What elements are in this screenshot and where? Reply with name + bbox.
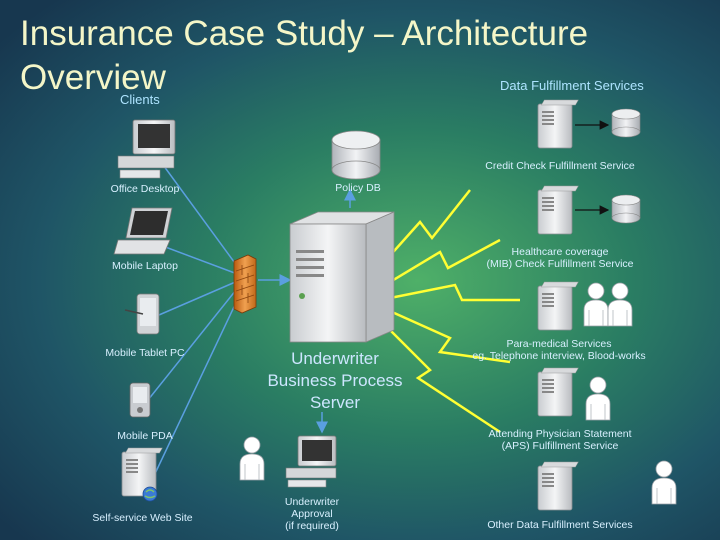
client-label-mobile-laptop: Mobile Laptop — [112, 260, 178, 272]
server-label-line: Business Process — [267, 371, 403, 390]
service-label-line: Other Data Fulfillment Services — [487, 519, 633, 531]
approval-label-line: (if required) — [285, 520, 339, 532]
server-label: Underwriter Business Process Server — [250, 348, 420, 414]
approval-label-line: Approval — [291, 508, 333, 520]
service-label-line: Credit Check Fulfillment Service — [485, 160, 635, 172]
aps-server-icon — [537, 367, 579, 417]
person-icon — [651, 460, 677, 505]
lightning-icon — [369, 189, 520, 434]
service-label-line: Para-medical Services — [506, 338, 612, 350]
other-service-server-icon — [537, 461, 579, 511]
service-label-line: (MIB) Check Fulfillment Service — [486, 258, 634, 270]
policy-db-label: Policy DB — [335, 182, 381, 194]
database-icon — [331, 130, 381, 180]
mib-service-db-icon — [611, 194, 641, 224]
data-fulfillment-header: Data Fulfillment Services — [500, 78, 644, 93]
person-icon — [607, 282, 633, 327]
paramedical-server-icon — [537, 281, 579, 331]
service-label-line: Attending Physician Statement — [488, 428, 632, 440]
pda-icon — [129, 382, 151, 418]
server-icon — [289, 211, 395, 343]
laptop-icon — [113, 207, 173, 255]
mib-service-server-icon — [537, 185, 579, 235]
server-label-line: Underwriter — [291, 349, 379, 368]
page-title: Insurance Case Study – Architecture Over… — [20, 14, 589, 97]
service-label-aps: Attending Physician Statement (APS) Fulf… — [460, 428, 660, 452]
approval-desktop-icon — [285, 435, 337, 488]
client-label-office-desktop: Office Desktop — [110, 183, 180, 195]
service-label-mib: Healthcare coverage (MIB) Check Fulfillm… — [460, 246, 660, 270]
client-label-tablet: Mobile Tablet PC — [105, 347, 185, 359]
client-label-pda: Mobile PDA — [117, 430, 173, 442]
service-label-line: (APS) Fulfillment Service — [501, 440, 619, 452]
client-connections — [147, 157, 356, 481]
service-label-line: Healthcare coverage — [511, 246, 609, 258]
credit-service-db-icon — [611, 108, 641, 138]
credit-service-server-icon — [537, 99, 579, 149]
tablet-icon — [124, 293, 160, 335]
service-label-line: eg. Telephone interview, Blood-works — [472, 350, 646, 362]
service-label-paramedical: Para-medical Services eg. Telephone inte… — [446, 338, 672, 362]
server-label-line: Server — [309, 393, 361, 412]
clients-header: Clients — [120, 92, 160, 107]
person-icon — [239, 436, 265, 481]
service-label-other: Other Data Fulfillment Services — [460, 519, 660, 531]
desktop-icon — [117, 119, 176, 179]
firewall-icon — [233, 254, 257, 314]
approval-label-line: Underwriter — [284, 496, 340, 508]
client-label-web-site: Self-service Web Site — [92, 512, 193, 524]
approval-label: Underwriter Approval (if required) — [272, 496, 352, 532]
service-label-credit: Credit Check Fulfillment Service — [460, 160, 660, 172]
person-icon — [585, 376, 611, 421]
web-server-icon — [121, 447, 163, 502]
person-icon — [583, 282, 609, 327]
